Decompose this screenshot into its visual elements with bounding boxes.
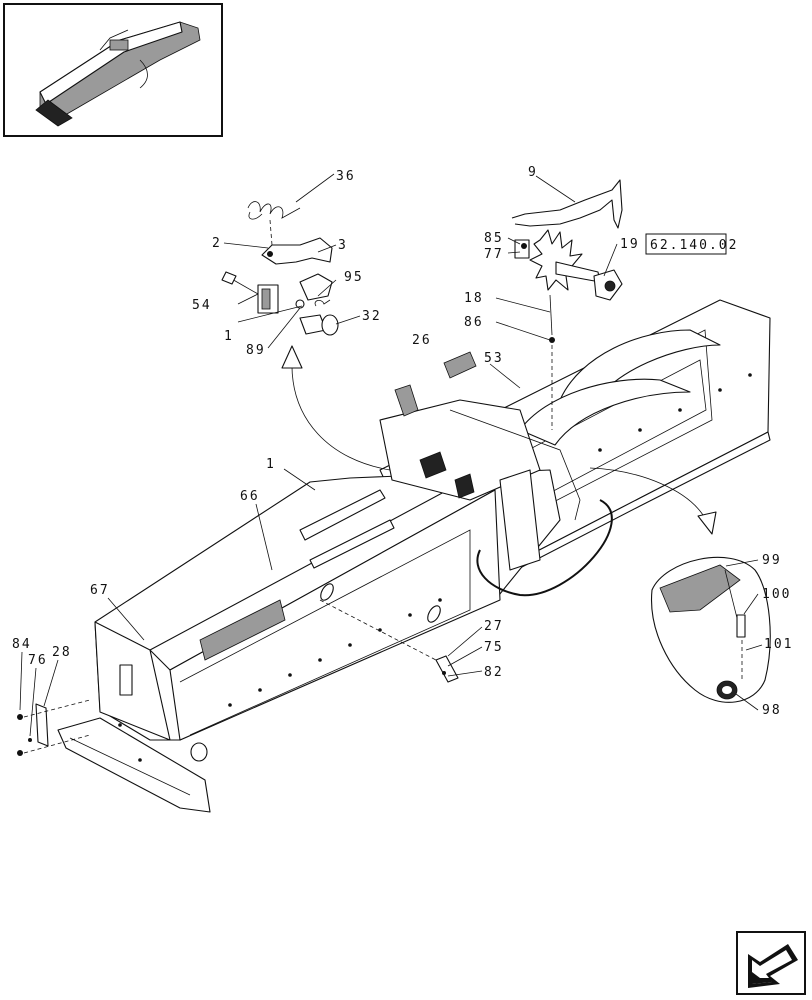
- callout-labels: 36 2 3 95 54 32 1 89 9 85 77 19 62.140.0…: [12, 165, 793, 718]
- callout-89: 89: [246, 343, 266, 358]
- arrow-to-right-detail: [589, 467, 707, 521]
- callout-101: 101: [764, 637, 793, 652]
- callout-100: 100: [762, 587, 791, 602]
- leader-lines: [19, 173, 763, 737]
- reference-box-label[interactable]: 62.140.02: [650, 238, 738, 253]
- callout-85: 85: [484, 231, 504, 246]
- arrow-head-icon: [697, 511, 717, 535]
- callout-27: 27: [484, 619, 504, 634]
- decal-26: [443, 351, 477, 379]
- callout-67: 67: [90, 583, 110, 598]
- callout-2: 2: [212, 236, 222, 251]
- callout-75: 75: [484, 640, 504, 655]
- callout-98: 98: [762, 703, 782, 718]
- inset-detail: [650, 556, 771, 703]
- linkage-detail: [511, 179, 623, 430]
- arrow-head-icon: [281, 345, 303, 369]
- callout-36: 36: [336, 169, 356, 184]
- callout-26: 26: [412, 333, 432, 348]
- callout-32: 32: [362, 309, 382, 324]
- arrow-to-upper-detail: [291, 359, 391, 471]
- callout-66: 66: [240, 489, 260, 504]
- callout-76: 76: [28, 653, 48, 668]
- callout-28: 28: [52, 645, 72, 660]
- latch-detail: [221, 201, 339, 336]
- callout-1-detail: 1: [224, 329, 234, 344]
- callout-9: 9: [528, 165, 538, 180]
- callout-1-frame: 1: [266, 457, 276, 472]
- main-frame: [57, 299, 771, 813]
- callout-77: 77: [484, 247, 504, 262]
- callout-3: 3: [338, 238, 348, 253]
- reference-box[interactable]: [645, 233, 727, 255]
- callout-84: 84: [12, 637, 32, 652]
- callout-19: 19: [620, 237, 640, 252]
- callout-18: 18: [464, 291, 484, 306]
- callout-82: 82: [484, 665, 504, 680]
- overview-thumbnail[interactable]: [3, 3, 223, 137]
- navigation-arrow-icon[interactable]: [736, 931, 806, 995]
- callout-95: 95: [344, 270, 364, 285]
- callout-99: 99: [762, 553, 782, 568]
- callout-86: 86: [464, 315, 484, 330]
- callout-53: 53: [484, 351, 504, 366]
- callout-54: 54: [192, 298, 212, 313]
